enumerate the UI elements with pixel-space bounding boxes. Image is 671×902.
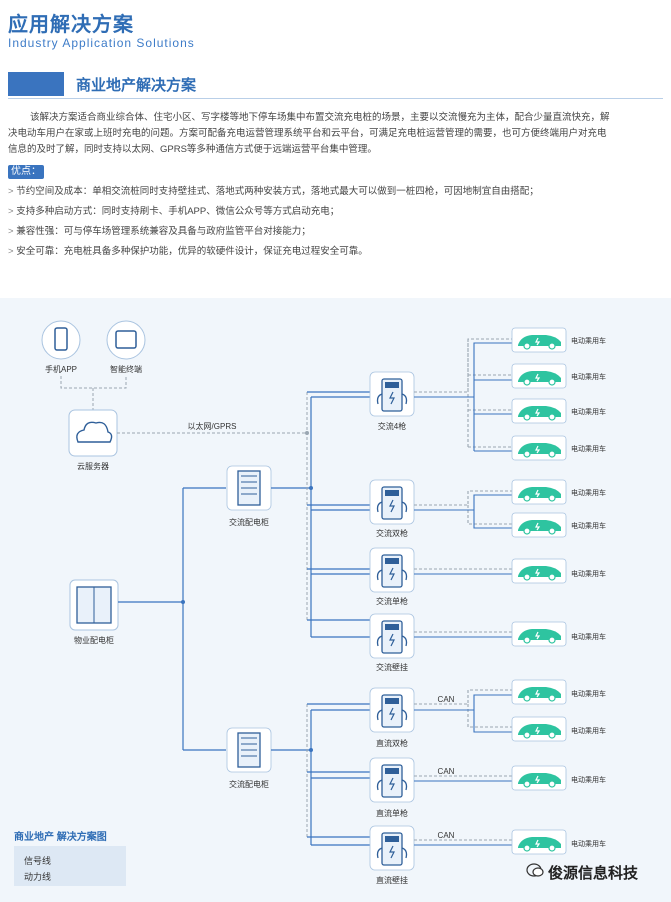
svg-text:电动乘用车: 电动乘用车	[571, 569, 606, 578]
charger-ac-4gun: 交流4枪	[307, 371, 415, 431]
car-node: 电动乘用车	[511, 398, 606, 424]
svg-text:电动乘用车: 电动乘用车	[571, 775, 606, 784]
signal-line	[60, 376, 127, 410]
svg-text:电动乘用车: 电动乘用车	[571, 689, 606, 698]
advantage-item: > 支持多种启动方式：同时支持刷卡、手机APP、微信公众号等方式启动充电；	[8, 204, 648, 224]
legend-title: 商业地产 解决方案图	[14, 832, 107, 843]
smart-terminal-label: 智能终端	[110, 364, 142, 374]
svg-text:交流双枪: 交流双枪	[376, 528, 408, 538]
ac-cabinet-1-node	[226, 465, 272, 511]
power-bus-ac	[271, 397, 312, 637]
can-label: CAN	[438, 767, 455, 776]
svg-text:交流4枪: 交流4枪	[378, 421, 406, 431]
cloud-icon	[76, 421, 113, 443]
svg-text:直流单枪: 直流单枪	[376, 808, 408, 818]
car-node: 电动乘用车	[511, 829, 606, 855]
car-node: 电动乘用车	[511, 679, 606, 705]
car-node: 电动乘用车	[511, 512, 606, 538]
advantage-text: 节约空间及成本：单相交流桩同时支持壁挂式、落地式两种安装方式，落地式最大可以做到…	[16, 186, 539, 197]
cloud-server-label: 云服务器	[77, 461, 109, 471]
section-marker	[8, 72, 64, 96]
charger-car-links	[414, 338, 512, 846]
car-node: 电动乘用车	[511, 558, 606, 584]
svg-text:电动乘用车: 电动乘用车	[571, 521, 606, 530]
car-node: 电动乘用车	[511, 363, 606, 389]
section-title: 商业地产解决方案	[76, 77, 197, 94]
charger-dc-dual: 直流双枪	[307, 687, 415, 748]
wechat-icon	[526, 862, 544, 878]
advantage-text: 安全可靠：充电桩具备多种保护功能，优异的软硬件设计，保证充电过程安全可靠。	[16, 246, 368, 257]
can-label: CAN	[438, 831, 455, 840]
legend-signal-label: 信号线	[24, 856, 52, 866]
power-bus-dc	[271, 710, 312, 845]
svg-text:交流单枪: 交流单枪	[376, 596, 408, 606]
section-paragraph: 该解决方案适合商业综合体、住宅小区、写字楼等地下停车场集中布置交流充电桩的场景，…	[8, 112, 610, 155]
svg-text:电动乘用车: 电动乘用车	[571, 632, 606, 641]
charger-ac-dual: 交流双枪	[307, 479, 415, 538]
svg-text:电动乘用车: 电动乘用车	[571, 839, 606, 848]
car-node: 电动乘用车	[511, 716, 606, 742]
svg-text:电动乘用车: 电动乘用车	[571, 372, 606, 381]
svg-text:电动乘用车: 电动乘用车	[571, 726, 606, 735]
chevron-right-icon: >	[8, 226, 17, 237]
chevron-right-icon: >	[8, 246, 17, 257]
advantage-item: > 兼容性强：可与停车场管理系统兼容及具备与政府监管平台对接能力；	[8, 224, 648, 244]
advantages-list: > 节约空间及成本：单相交流桩同时支持壁挂式、落地式两种安装方式，落地式最大可以…	[8, 184, 648, 264]
legend-box	[14, 846, 126, 886]
network-label: 以太网/GPRS	[188, 421, 237, 431]
page-title: 应用解决方案	[8, 14, 134, 36]
advantage-item: > 节约空间及成本：单相交流桩同时支持壁挂式、落地式两种安装方式，落地式最大可以…	[8, 184, 648, 204]
ac-cabinet-2-node	[226, 727, 272, 773]
watermark-text: 俊源信息科技	[548, 865, 639, 882]
advantage-text: 兼容性强：可与停车场管理系统兼容及具备与政府监管平台对接能力；	[16, 226, 311, 237]
charger-dc-single: 直流单枪	[307, 757, 415, 818]
mobile-app-label: 手机APP	[45, 364, 77, 374]
svg-text:直流双枪: 直流双枪	[376, 738, 408, 748]
tablet-icon	[115, 330, 137, 349]
svg-text:直流壁挂: 直流壁挂	[376, 875, 408, 885]
section-divider	[8, 98, 663, 99]
property-cabinet-label: 物业配电柜	[74, 635, 114, 645]
phone-icon	[54, 327, 68, 351]
advantage-text: 支持多种启动方式：同时支持刷卡、手机APP、微信公众号等方式启动充电；	[16, 206, 340, 217]
chevron-right-icon: >	[8, 206, 17, 217]
smart-terminal-node: 智能终端	[106, 320, 146, 374]
car-node: 电动乘用车	[511, 435, 606, 461]
car-node: 电动乘用车	[511, 621, 606, 647]
car-node: 电动乘用车	[511, 479, 606, 505]
charger-dc-wall: 直流壁挂	[307, 825, 415, 885]
mobile-app-node: 手机APP	[41, 320, 81, 374]
svg-text:电动乘用车: 电动乘用车	[571, 444, 606, 453]
svg-text:电动乘用车: 电动乘用车	[571, 407, 606, 416]
cloud-server-node: 云服务器	[68, 409, 118, 471]
svg-text:交流壁挂: 交流壁挂	[376, 662, 408, 672]
ac-cabinet-2-label: 交流配电柜	[229, 779, 269, 789]
legend-power-label: 动力线	[24, 872, 52, 882]
car-node: 电动乘用车	[511, 327, 606, 353]
svg-text:电动乘用车: 电动乘用车	[571, 336, 606, 345]
charger-ac-wall: 交流壁挂	[307, 613, 415, 672]
car-node: 电动乘用车	[511, 765, 606, 791]
charger-ac-single: 交流单枪	[307, 547, 415, 606]
can-label: CAN	[438, 695, 455, 704]
chevron-right-icon: >	[8, 186, 17, 197]
property-cabinet-node: 物业配电柜	[69, 579, 119, 645]
svg-text:电动乘用车: 电动乘用车	[571, 488, 606, 497]
advantages-badge: 优点：	[8, 165, 44, 179]
advantage-item: > 安全可靠：充电桩具备多种保护功能，优异的软硬件设计，保证充电过程安全可靠。	[8, 244, 648, 264]
page-subtitle: Industry Application Solutions	[8, 36, 195, 50]
power-line	[118, 487, 226, 751]
ac-cabinet-1-label: 交流配电柜	[229, 517, 269, 527]
